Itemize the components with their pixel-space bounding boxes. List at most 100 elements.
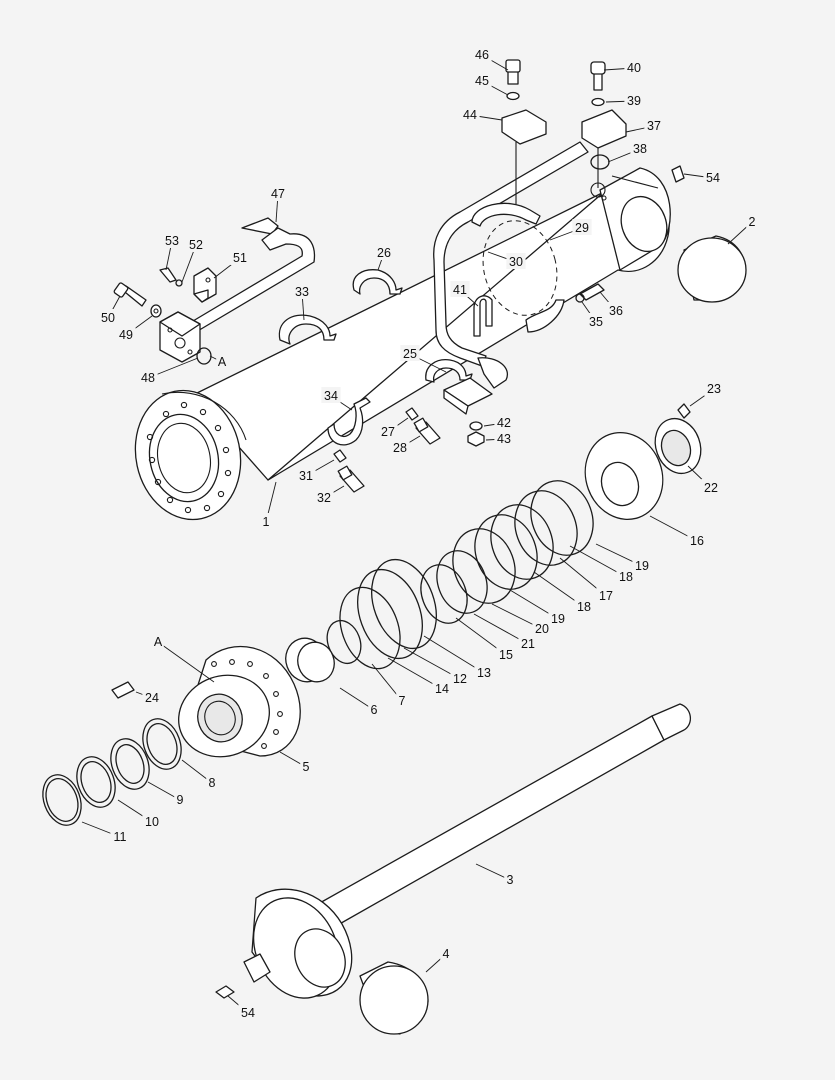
callout-label-49: 49 [119, 328, 133, 342]
callout-label-A2: A [154, 635, 163, 649]
callout-label-53: 53 [165, 234, 179, 248]
callout-label-bg-24 [142, 689, 162, 705]
callout-label-bg-9 [174, 791, 186, 807]
callout-label-bg-54a [703, 169, 723, 185]
callout-label-34: 34 [324, 389, 338, 403]
callout-label-51: 51 [233, 251, 247, 265]
callout-label-35: 35 [589, 315, 603, 329]
tie-straps [278, 269, 493, 446]
callout-label-bg-41 [450, 281, 470, 297]
callout-label-31: 31 [299, 469, 313, 483]
callout-label-bg-13 [474, 664, 494, 680]
callout-label-32: 32 [317, 491, 331, 505]
callout-label-6: 6 [371, 703, 378, 717]
callout-label-bg-45 [472, 72, 492, 88]
callout-label-bg-21 [518, 635, 538, 651]
callout-label-bg-2 [746, 213, 758, 229]
callout-label-bg-A1 [216, 353, 228, 369]
pipe-clip-assembly [159, 267, 217, 303]
callout-label-16: 16 [690, 534, 704, 548]
callout-label-bg-22 [701, 479, 721, 495]
callout-label-bg-12 [450, 670, 470, 686]
callout-label-bg-18b [574, 598, 594, 614]
cylinder-barrel [134, 167, 671, 521]
callout-label-bg-49 [116, 326, 136, 342]
callout-label-bg-44 [460, 106, 480, 122]
callout-label-bg-28 [390, 439, 410, 455]
callout-label-29: 29 [575, 221, 589, 235]
callout-label-24: 24 [145, 691, 159, 705]
callout-label-42: 42 [497, 416, 511, 430]
callout-label-bg-25 [400, 345, 420, 361]
callout-label-bg-34 [321, 387, 341, 403]
callout-label-bg-26 [374, 244, 394, 260]
callout-label-A1: A [218, 355, 227, 369]
callout-label-bg-A2 [152, 633, 164, 649]
hidden-clamp-outline [482, 220, 558, 316]
callout-label-bg-10 [142, 813, 162, 829]
callout-label-50: 50 [101, 311, 115, 325]
callout-label-19b: 19 [551, 612, 565, 626]
callout-label-bg-7 [396, 692, 408, 708]
callout-label-13: 13 [477, 666, 491, 680]
callout-label-18b: 18 [577, 600, 591, 614]
callout-label-10: 10 [145, 815, 159, 829]
callout-label-bg-17 [596, 587, 616, 603]
hydraulic-pipe [187, 141, 589, 389]
callout-label-bg-19b [548, 610, 568, 626]
callout-label-1: 1 [263, 515, 270, 529]
callout-label-bg-23 [704, 380, 724, 396]
callout-label-bg-30 [506, 253, 526, 269]
callout-label-25: 25 [403, 347, 417, 361]
callout-label-bg-32 [314, 489, 334, 505]
callout-label-3: 3 [507, 873, 514, 887]
pin-bushing-2 [677, 235, 747, 303]
callout-label-36: 36 [609, 304, 623, 318]
callout-label-bg-1 [260, 513, 272, 529]
callout-label-bg-37 [644, 117, 664, 133]
callout-label-21: 21 [521, 637, 535, 651]
callout-label-bg-54b [238, 1004, 258, 1020]
callout-label-11: 11 [114, 830, 127, 844]
callout-label-bg-53 [162, 232, 182, 248]
callout-label-44: 44 [463, 108, 477, 122]
callout-label-7: 7 [399, 694, 406, 708]
callout-label-2: 2 [749, 215, 756, 229]
piston-rod [243, 703, 691, 1035]
callout-label-37: 37 [647, 119, 661, 133]
callout-label-47: 47 [271, 187, 285, 201]
callout-label-bg-29 [572, 219, 592, 235]
piston-assembly [285, 403, 702, 683]
callout-label-40: 40 [627, 61, 641, 75]
callout-label-bg-35 [586, 313, 606, 329]
callout-label-bg-31 [296, 467, 316, 483]
callout-label-22: 22 [704, 481, 718, 495]
gland-bolt-holes [211, 659, 283, 749]
callout-label-bg-27 [378, 423, 398, 439]
callout-label-bg-14 [432, 680, 452, 696]
callout-leader-A2 [157, 641, 215, 683]
callout-label-bg-42 [494, 414, 514, 430]
callout-label-bg-51 [230, 249, 250, 265]
callout-label-17: 17 [599, 589, 613, 603]
callout-label-18a: 18 [619, 570, 633, 584]
callout-label-41: 41 [453, 283, 467, 297]
callout-label-bg-20 [532, 620, 552, 636]
callout-label-14: 14 [435, 682, 449, 696]
callout-label-4: 4 [443, 947, 450, 961]
callout-label-45: 45 [475, 74, 489, 88]
callout-label-20: 20 [535, 622, 549, 636]
barrel-flange-bolt-holes [146, 401, 232, 514]
callout-leader-13 [423, 635, 485, 674]
callout-label-33: 33 [295, 285, 309, 299]
callout-label-bg-36 [606, 302, 626, 318]
callout-label-bg-18a [616, 568, 636, 584]
callout-label-bg-6 [368, 701, 380, 717]
callout-label-19a: 19 [635, 559, 649, 573]
callout-label-5: 5 [303, 760, 310, 774]
callout-label-bg-4 [440, 945, 452, 961]
callout-label-46: 46 [475, 48, 489, 62]
callout-label-54b: 54 [241, 1006, 255, 1020]
callout-label-bg-33 [292, 283, 312, 299]
